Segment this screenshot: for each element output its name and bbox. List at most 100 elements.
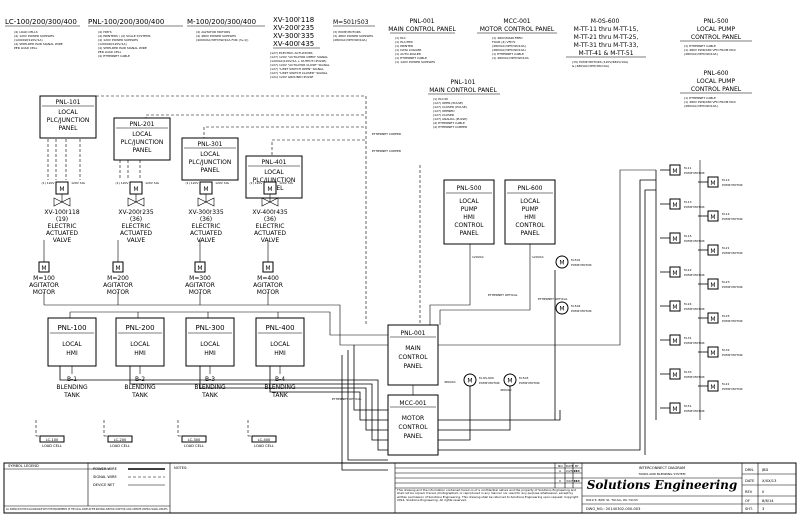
- legend-item-power: POWER WIRE: [93, 467, 118, 471]
- header-mos-line: M-TT-21 thru M-TT-25,: [574, 34, 639, 41]
- pump-motor-id: M-14: [722, 212, 730, 216]
- valve-actuator-m: M: [203, 186, 208, 193]
- header-mos-line: M-TT-41 & M-TT-51: [578, 50, 633, 57]
- pump-motor-id: M-31: [684, 336, 692, 340]
- load-cell-id: LC-200: [114, 438, 127, 442]
- junction-panel-l3: PANEL: [59, 125, 79, 132]
- tb-address: 8419 E. 80th St. TULSA, OK 74133: [586, 498, 638, 502]
- pump-panel-id: PNL-600: [518, 185, 543, 192]
- pump-panel-l3: HMI: [524, 214, 536, 221]
- junction-panels: PNL-101LOCALPLC/JUNCTIONPANELPNL-201LOCA…: [39, 95, 303, 199]
- valve-l1: ELECTRIC: [48, 223, 77, 230]
- pump-motor-m: M: [710, 350, 715, 357]
- rev-date: 3/07/14: [566, 479, 578, 483]
- pump-motor-circle: [555, 255, 569, 269]
- mcc-l1: MOTOR: [402, 415, 424, 422]
- valve-body-icon: [261, 197, 279, 207]
- hmi-l1: LOCAL: [200, 341, 220, 348]
- tb-title1: INTERCONNECT DIAGRAM: [639, 466, 685, 470]
- junction-panel-box: [181, 137, 239, 181]
- load-cell-box: [251, 435, 277, 443]
- label-ethernet-optical: ETHERNET OPTICAL: [488, 293, 518, 297]
- junction-panel-l1: LOCAL: [200, 151, 220, 158]
- header-pnl600-title: PNL-600: [704, 70, 729, 77]
- valve-sig-label: 120V SIG: [279, 181, 294, 185]
- header-note: (4) SHIELDED PAIR SIGNAL WIRE: [98, 46, 147, 50]
- agitator-id: M=200: [107, 275, 129, 282]
- pump-motor-label: PUMP MOTOR: [684, 171, 705, 175]
- junction-panel-id: PNL-301: [198, 141, 223, 148]
- junction-panel-l2: PLC/JUNCTION: [47, 117, 90, 124]
- pump-motor-id: M-23: [722, 280, 730, 284]
- pump-motor-id: M-502: [571, 304, 580, 308]
- tank-l2: TANK: [201, 392, 219, 399]
- header-note: (1) PLC/IO: [433, 97, 449, 101]
- pump-motor-label: PUMP MOTOR: [684, 409, 705, 413]
- valve-card-label: (1) 120V: [116, 181, 130, 185]
- header-note: PER LOAD CELL: [14, 46, 38, 50]
- hmi-box: [47, 317, 97, 367]
- tank-id: B-1: [67, 376, 77, 383]
- tank-l1: BLENDING: [56, 384, 88, 391]
- motor-control-center: MCC-001 MOTOR CONTROL PANEL: [387, 394, 439, 456]
- header-mos-line: M-TT-11 thru M-TT-15,: [574, 26, 639, 33]
- tb-company: Solutions Engineering: [587, 478, 738, 492]
- pump-motor-id: M-503: [519, 376, 528, 380]
- header-pnl500-sub: CONTROL PANEL: [691, 34, 742, 41]
- agitator-id: M=400: [257, 275, 279, 282]
- tb-rev-label: REV: [745, 490, 753, 494]
- pump-motor-label: PUMP MOTOR: [519, 381, 540, 385]
- junction-panel-id: PNL-201: [130, 121, 155, 128]
- header-mos: M-0S-600 M-TT-11 thru M-TT-15, M-TT-21 t…: [566, 18, 646, 68]
- pump-motor-m: M: [672, 304, 677, 311]
- hmi-l2: HMI: [66, 350, 78, 357]
- header-note: (4) 480V POWER SUPPLIES: [196, 34, 236, 38]
- pump-motor-id: M-OS-600: [479, 376, 494, 380]
- pump-motor-id: M-501: [571, 258, 580, 262]
- header-note: (3) 480V POWER SUPPLIES: [333, 34, 373, 38]
- valve-range: XV-200⨡235: [118, 209, 154, 216]
- pump-panels: PNL-500LOCALPUMPHMICONTROLPANELPNL-600LO…: [443, 179, 556, 245]
- notes-title: NOTES:: [174, 466, 187, 470]
- valve-l1: ELECTRIC: [192, 223, 221, 230]
- valve-l2: ACTUATED: [46, 230, 78, 237]
- agitator-l2: MOTOR: [189, 289, 211, 296]
- header-note: (127) CLOSED (PULSE): [433, 105, 467, 109]
- valve-l3: VALVE: [261, 237, 280, 244]
- pump-motor-m: M: [467, 378, 472, 385]
- header-mcc001: MCC-001 MOTOR CONTROL PANEL (1) 480V/MAI…: [477, 18, 557, 60]
- mcc-id: MCC-001: [399, 400, 426, 407]
- pump-motor-circle: [463, 373, 477, 387]
- valve-l1: ELECTRIC: [256, 223, 285, 230]
- load-cell-id: LC-400: [258, 438, 271, 442]
- rev-header-date: DATE: [566, 464, 574, 468]
- header-pnl600-sub: CONTROL PANEL: [691, 86, 742, 93]
- header-note: (4) ETHERNET CABLE: [98, 54, 130, 58]
- pump-motor-m: M: [672, 338, 677, 345]
- valve-range: XV-300⨡335: [188, 209, 224, 216]
- valve-l3: VALVE: [127, 237, 146, 244]
- junction-panel-id: PNL-401: [262, 159, 287, 166]
- valve-card-label: (1) 120V: [42, 181, 56, 185]
- header-mos-line: M-0S-600: [591, 18, 620, 25]
- label-480vac-2: 480VAC: [500, 388, 512, 392]
- header-note: (1) 480VAC/3PH/3W/10A: [492, 56, 530, 60]
- junction-panel-l2: PLC/JUNCTION: [253, 177, 296, 184]
- tb-sht: 3: [762, 507, 764, 511]
- valve-range: XV-100⨡118: [44, 209, 80, 216]
- pump-panel-l2: PUMP: [461, 206, 478, 213]
- pump-motor-label: PUMP MOTOR: [684, 239, 705, 243]
- valve-sig-label: 120V SIG: [145, 181, 160, 185]
- header-mcc001-sub: MOTOR CONTROL PANEL: [480, 26, 555, 33]
- pump-motor-label: PUMP MOTOR: [722, 217, 743, 221]
- pump-motor-id: M-24: [684, 302, 692, 306]
- main-control-panel: PNL-001 MAIN CONTROL PANEL: [387, 324, 439, 386]
